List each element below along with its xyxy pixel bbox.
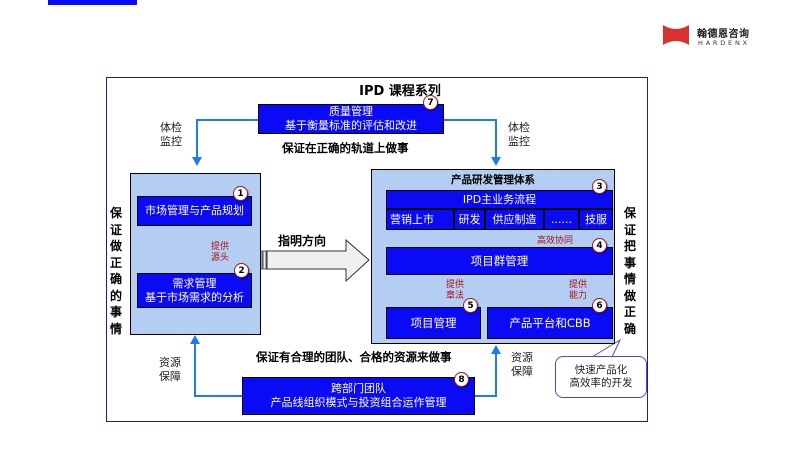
market-management-box: 市场管理与产品规划: [137, 196, 252, 226]
badge-2: 2: [234, 263, 249, 278]
program-box-label: 项目群管理: [470, 254, 529, 268]
source-note-line2: 源头: [211, 253, 230, 263]
project-management-box: 项目管理: [386, 307, 481, 339]
diagram-title: IPD 课程系列: [359, 84, 441, 99]
left-bottom-label: 资源 保障: [159, 356, 181, 384]
ipd-cell-marketing: 营销上市: [386, 209, 454, 230]
right-top-label: 体检 监控: [508, 121, 530, 149]
source-note-line1: 提供: [211, 242, 230, 252]
badge-8: 8: [454, 372, 469, 387]
ipd-cells-row: 营销上市 研发 供应制造 ...... 技服: [386, 209, 613, 230]
callout-tail: [591, 338, 622, 358]
left-top-label-line2: 监控: [160, 135, 182, 148]
capability-note-line2: 能力: [569, 291, 588, 301]
connector-quality-to-left: [196, 119, 258, 160]
hardenx-logo-icon: [663, 25, 689, 45]
quality-box-line1: 质量管理: [329, 105, 373, 118]
connector-team-to-left: [194, 342, 242, 397]
left-top-label: 体检 监控: [160, 121, 182, 149]
platform-box-label: 产品平台和CBB: [509, 316, 591, 330]
ipd-cell-more: ......: [544, 209, 579, 230]
right-bottom-label: 资源 保障: [511, 351, 533, 379]
left-vertical-label: 保证做正确的事情: [109, 206, 122, 336]
accent-bar: [48, 0, 137, 5]
collab-note: 高效协同: [537, 236, 574, 246]
brand-name-cn: 翰德恩咨询: [697, 29, 750, 40]
diagram-frame: [106, 77, 648, 422]
quality-box-line2: 基于衡量标准的评估和改进: [285, 119, 417, 132]
callout-fast-productization: 快速产品化 高效率的开发: [555, 356, 647, 398]
program-management-box: 项目群管理: [386, 247, 613, 275]
demand-box-line2: 基于市场需求的分析: [145, 290, 244, 304]
product-platform-box: 产品平台和CBB: [487, 307, 613, 339]
badge-4: 4: [592, 238, 607, 253]
demand-box-line1: 需求管理: [172, 276, 217, 290]
left-bottom-label-line2: 保障: [159, 370, 181, 383]
capability-note-line1: 提供: [569, 280, 588, 290]
right-bottom-label-line1: 资源: [511, 351, 533, 364]
ipd-box-label: IPD主业务流程: [462, 192, 537, 206]
callout-line2: 高效率的开发: [569, 377, 633, 389]
ipd-cell-supply: 供应制造: [485, 209, 544, 230]
badge-3: 3: [592, 179, 607, 194]
ipd-main-process-box: IPD主业务流程: [386, 190, 613, 209]
right-top-label-line2: 监控: [508, 135, 530, 148]
arrowhead-up-left: [190, 335, 200, 344]
rules-note: 提供 章法: [446, 280, 464, 302]
rules-note-line2: 章法: [446, 291, 465, 301]
badge-7: 7: [423, 95, 438, 110]
arrowhead-down-left: [192, 157, 202, 166]
callout-line1: 快速产品化: [574, 364, 628, 376]
bottom-caption: 保证有合理的团队、合格的资源来做事: [256, 350, 452, 364]
badge-1: 1: [233, 186, 248, 201]
ipd-cell-service: 技服: [579, 209, 613, 230]
connector-quality-to-right: [444, 119, 497, 160]
team-box-line2: 产品线组织模式与投资组合运作管理: [270, 396, 447, 409]
right-vertical-label: 保证把事情做正确: [623, 206, 636, 336]
left-top-label-line1: 体检: [160, 121, 182, 134]
source-note: 提供 源头: [211, 242, 229, 264]
right-panel-title: 产品研发管理体系: [451, 174, 535, 186]
team-box-line1: 跨部门团队: [331, 382, 386, 395]
capability-note: 提供 能力: [569, 280, 587, 302]
quality-management-box: 质量管理 基于衡量标准的评估和改进: [258, 104, 444, 134]
right-bottom-label-line2: 保障: [511, 365, 533, 378]
cross-team-box: 跨部门团队 产品线组织模式与投资组合运作管理: [242, 377, 475, 415]
left-bottom-label-line1: 资源: [159, 356, 181, 369]
arrowhead-down-right: [491, 157, 501, 166]
right-top-label-line1: 体检: [508, 121, 530, 134]
arrowhead-up-right: [491, 345, 501, 354]
ipd-cell-rd: 研发: [454, 209, 485, 230]
brand-name-en: HARDENX: [698, 39, 750, 47]
market-box-label: 市场管理与产品规划: [145, 204, 244, 217]
demand-management-box: 需求管理 基于市场需求的分析: [137, 273, 252, 308]
badge-6: 6: [592, 298, 607, 313]
top-caption: 保证在正确的轨道上做事: [282, 141, 409, 155]
rules-note-line1: 提供: [446, 280, 465, 290]
connector-team-to-right: [475, 352, 497, 397]
badge-5: 5: [463, 298, 478, 313]
project-box-label: 项目管理: [410, 316, 457, 330]
direction-label: 指明方向: [278, 234, 327, 248]
